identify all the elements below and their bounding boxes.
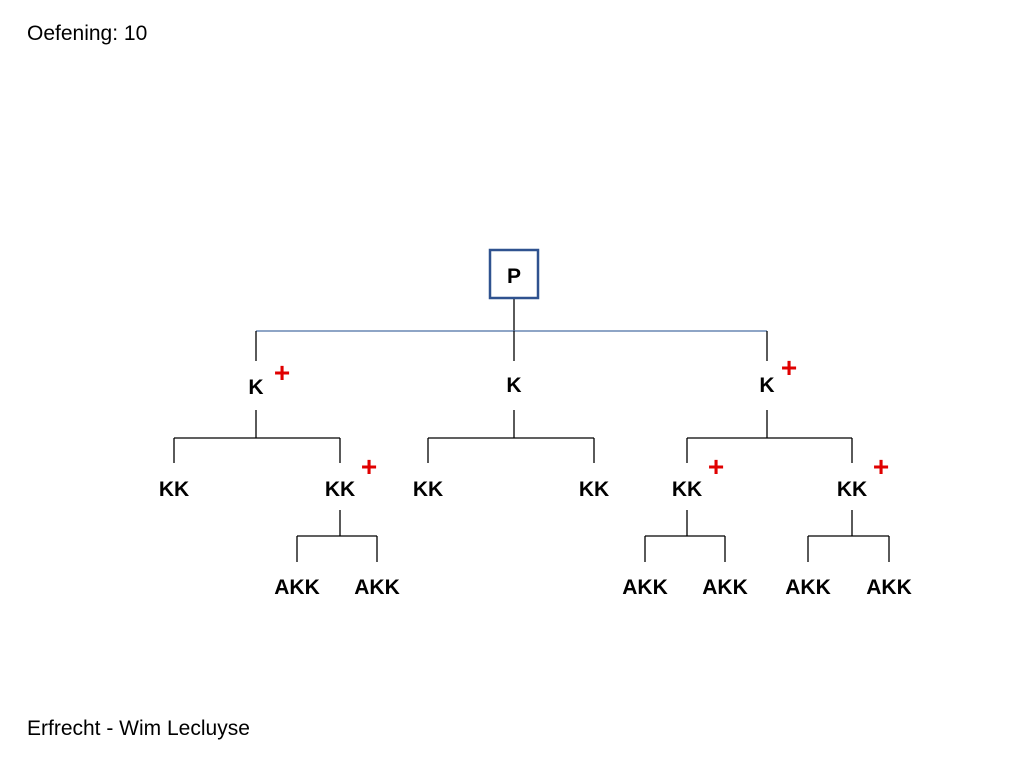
k-node-label: K — [506, 374, 521, 397]
akk-node-label: AKK — [622, 576, 668, 599]
root-label: P — [507, 265, 521, 288]
footer-text: Erfrecht - Wim Lecluyse — [27, 717, 250, 740]
k-node-label: K — [248, 376, 263, 399]
akk-node-label: AKK — [702, 576, 748, 599]
akk-node-label: AKK — [354, 576, 400, 599]
plus-icon: + — [274, 357, 290, 388]
tree-connectors — [173, 298, 890, 562]
akk-node-label: AKK — [866, 576, 912, 599]
akk-node-label: AKK — [785, 576, 831, 599]
kk-node-label: KK — [159, 478, 189, 501]
akk-node-label: AKK — [274, 576, 320, 599]
kk-node-label: KK — [413, 478, 443, 501]
plus-icon: + — [361, 451, 377, 482]
kk-node-label: KK — [579, 478, 609, 501]
root-box — [488, 248, 540, 300]
plus-icon: + — [781, 352, 797, 383]
plus-icon: + — [708, 451, 724, 482]
kk-node-label: KK — [325, 478, 355, 501]
kk-node-label: KK — [672, 478, 702, 501]
plus-icon: + — [873, 451, 889, 482]
page-title: Oefening: 10 — [27, 22, 148, 45]
kk-node-label: KK — [837, 478, 867, 501]
k-node-label: K — [759, 374, 774, 397]
